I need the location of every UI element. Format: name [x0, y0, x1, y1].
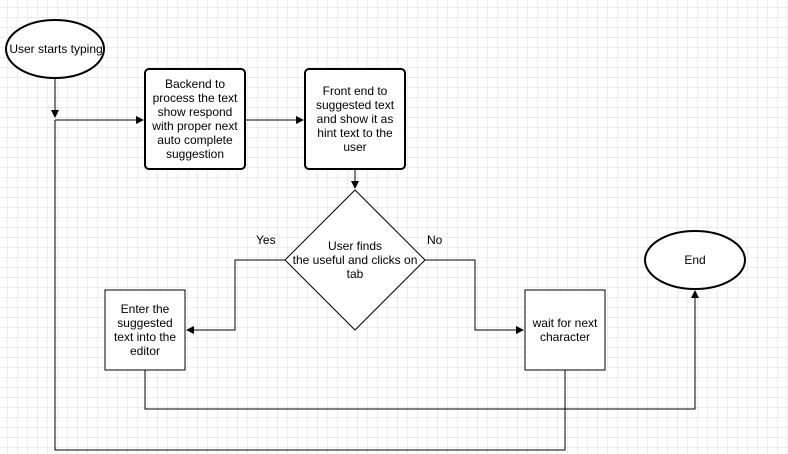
no-label: No [427, 233, 443, 247]
edge-decision-no [425, 259, 524, 334]
start-label: User starts typing [9, 42, 103, 56]
edge-wait-loop-back [54, 120, 566, 451]
wait-label: wait for next character [532, 316, 598, 344]
enter-box [104, 289, 186, 371]
edge-enter-to-end [144, 290, 699, 410]
start-ellipse [5, 19, 105, 79]
backend-box [144, 68, 246, 170]
yes-label: Yes [256, 233, 276, 247]
edge-decision-yes [186, 259, 285, 334]
backend-label: Backend to process the text show respond… [152, 77, 238, 161]
enter-label: Enter the suggested text into the editor [113, 302, 177, 358]
decision-label: User finds the useful and clicks on tab [292, 239, 418, 281]
end-label: End [684, 253, 706, 267]
frontend-label: Front end to suggested text and show it … [315, 84, 395, 154]
end-ellipse [644, 230, 746, 290]
decision-diamond [284, 189, 426, 331]
